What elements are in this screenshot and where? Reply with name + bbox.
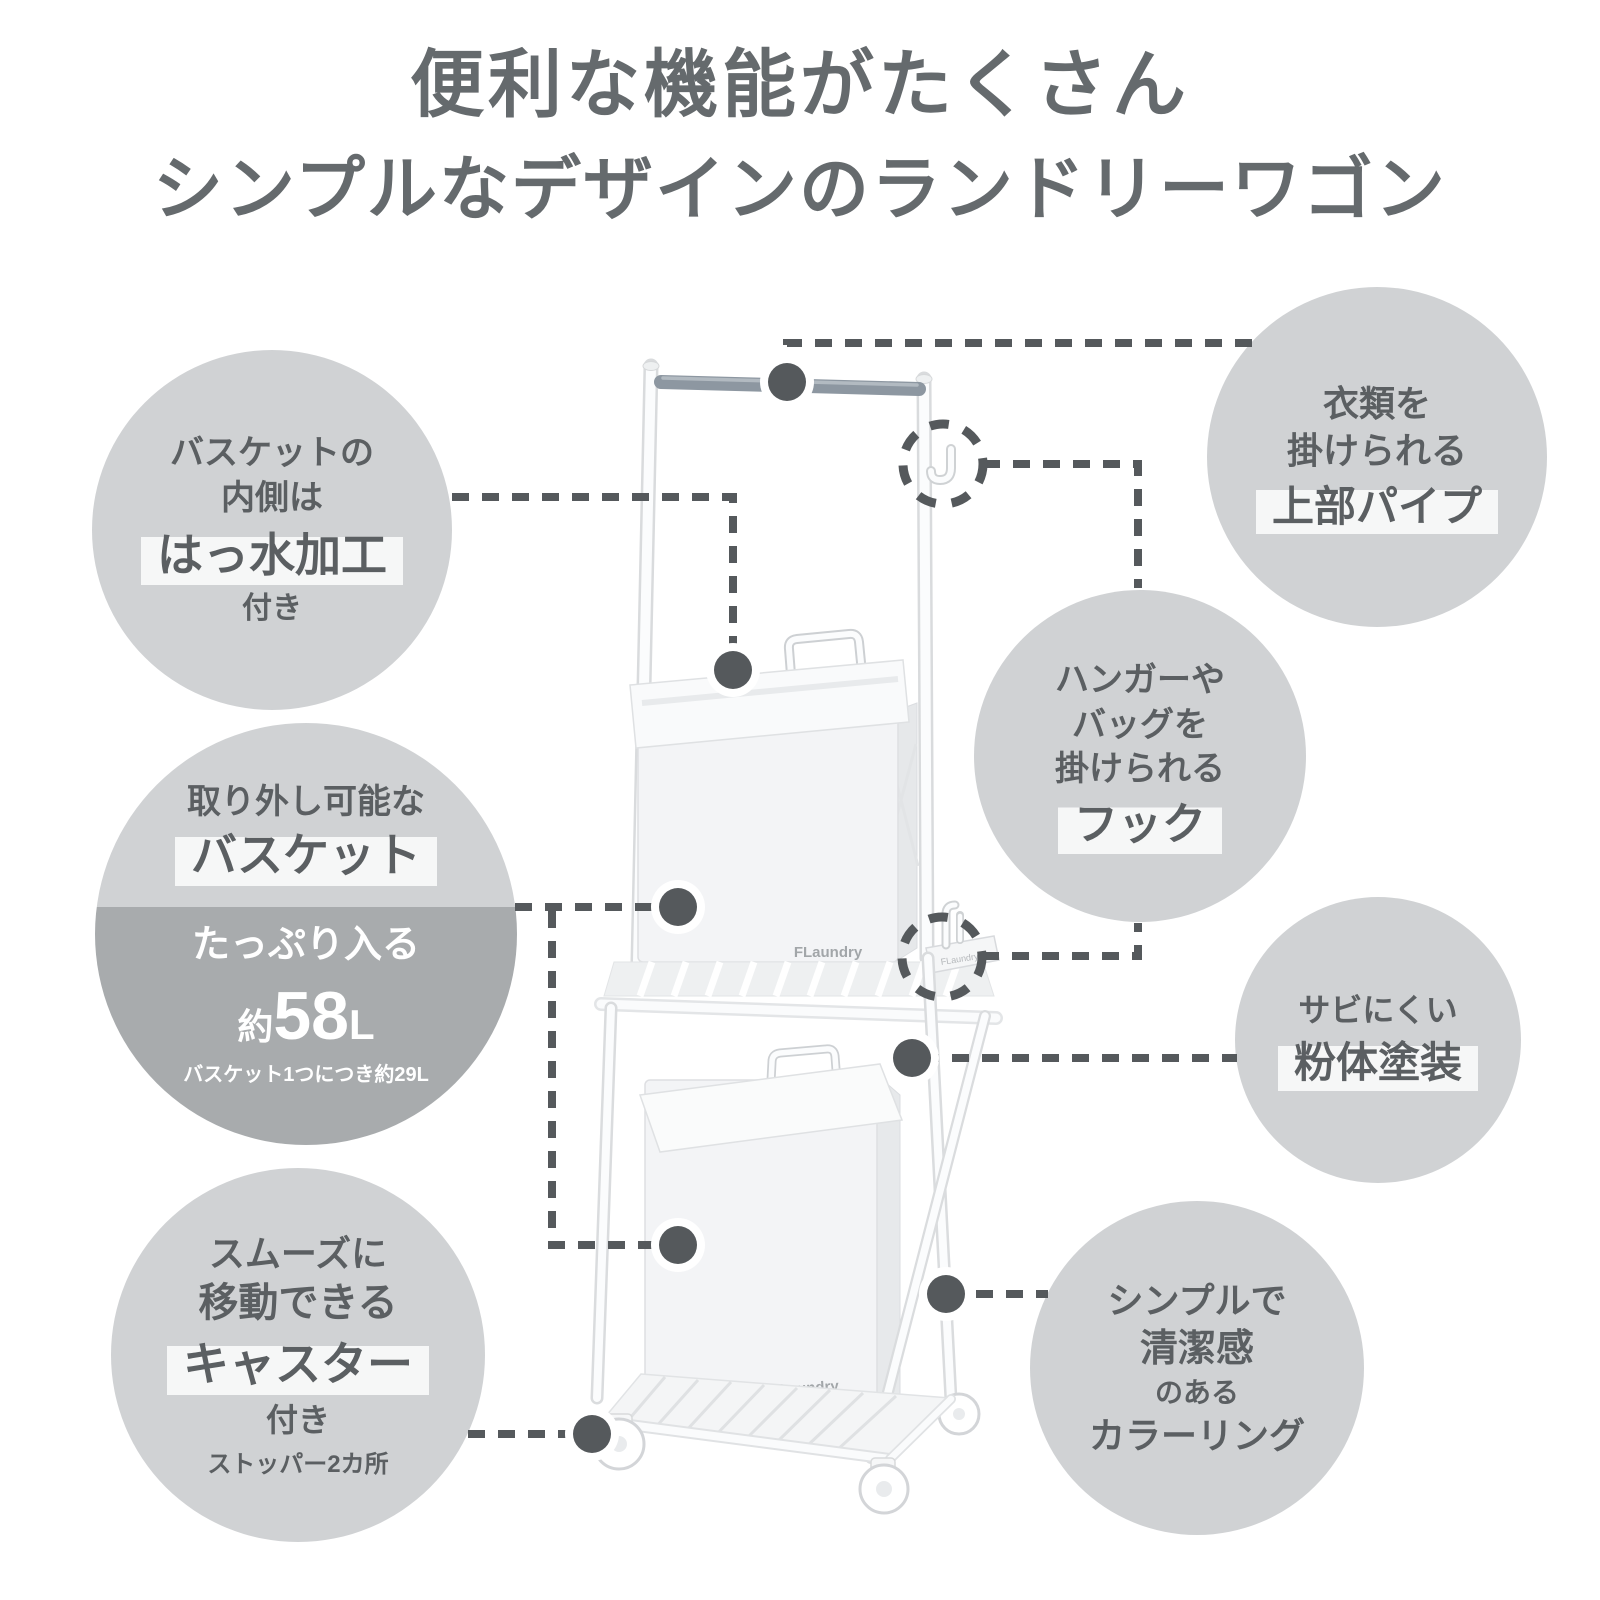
rack-front-bar bbox=[593, 1415, 896, 1465]
feature-bubble-removable-basket: 取り外し可能な バスケット たっぷり入る 約 58 L バスケット1つにつき約2… bbox=[95, 723, 517, 1145]
feature-text-highlight: キャスター bbox=[167, 1333, 429, 1395]
rear-legs bbox=[590, 951, 958, 1407]
feature-text-row: 清潔感 のある bbox=[1140, 1324, 1254, 1411]
basket-strap bbox=[882, 743, 918, 865]
feature-text: 付き bbox=[265, 1401, 330, 1438]
capacity-unit: L bbox=[349, 1000, 375, 1048]
feature-note: ストッパー2カ所 bbox=[207, 1450, 389, 1478]
feature-bubble-powder-coating: サビにくい 粉体塗装 bbox=[1235, 897, 1521, 1183]
connector-top-pipe bbox=[783, 339, 1252, 375]
shelf-corner-bracket bbox=[925, 935, 1000, 974]
feature-text: たっぷり入る bbox=[191, 923, 420, 966]
capacity-prefix: 約 bbox=[237, 1005, 274, 1047]
callout-dot-powder-coating bbox=[885, 1031, 939, 1085]
feature-text-highlight: 粉体塗装 bbox=[1277, 1035, 1478, 1091]
basket-rim bbox=[638, 1063, 904, 1153]
caster-front-right bbox=[858, 1463, 910, 1515]
feature-text: 付き bbox=[242, 592, 302, 626]
caster-front-left bbox=[592, 1417, 646, 1471]
callout-dot-upper-basket bbox=[651, 880, 705, 934]
shelf-wires bbox=[636, 960, 962, 998]
callout-dot-caster bbox=[565, 1407, 619, 1461]
connector-water-repellent bbox=[452, 493, 737, 660]
capacity-value: 約 58 L bbox=[237, 972, 374, 1062]
pole-hook bbox=[926, 444, 956, 486]
feature-text: 掛けられる bbox=[1055, 750, 1225, 789]
feature-bubble-top-pipe: 衣類を 掛けられる 上部パイプ bbox=[1207, 287, 1547, 627]
feature-text: 移動できる bbox=[198, 1281, 398, 1326]
brand-logo-shelf: FLaundry bbox=[940, 951, 980, 967]
capacity-note: バスケット1つにつき約29L bbox=[183, 1063, 429, 1086]
caster-rear-right bbox=[937, 1392, 981, 1436]
callout-dot-top-pipe bbox=[760, 355, 814, 409]
top-pipe bbox=[654, 375, 926, 396]
basket-handle bbox=[783, 628, 869, 705]
rear-right-leg bbox=[921, 951, 958, 1407]
feature-text: 掛けられる bbox=[1286, 430, 1467, 472]
callout-dot-coloring bbox=[919, 1267, 973, 1321]
basket-rim bbox=[629, 659, 910, 749]
feature-text: バッグを bbox=[1072, 705, 1208, 744]
front-right-leg bbox=[865, 1010, 991, 1464]
front-left-leg bbox=[590, 1001, 618, 1405]
shelf-hook bbox=[941, 900, 960, 950]
feature-text: 内側は bbox=[221, 478, 323, 517]
connector-shelf-hook bbox=[982, 923, 1142, 960]
right-pole bbox=[916, 371, 935, 966]
feature-text-highlight: はっ水加工 bbox=[141, 524, 403, 586]
feature-text: 清潔感 bbox=[1139, 1328, 1254, 1371]
middle-shelf: FLaundry bbox=[594, 900, 1003, 1025]
callout-dot-basket-lining bbox=[706, 643, 760, 697]
wagon-frame bbox=[630, 358, 956, 970]
feature-bubble-casters: スムーズに 移動できる キャスター 付き ストッパー2カ所 bbox=[111, 1168, 485, 1542]
basket-strap bbox=[884, 741, 920, 867]
feature-text: 衣類を bbox=[1322, 382, 1431, 424]
capacity-number: 58 bbox=[273, 977, 349, 1054]
callout-dot-lower-basket bbox=[651, 1218, 705, 1272]
bottom-rack bbox=[592, 1373, 981, 1515]
feature-text-small: のある bbox=[1154, 1376, 1239, 1408]
feature-text: ハンガーや bbox=[1055, 660, 1225, 699]
left-pole bbox=[630, 358, 659, 970]
feature-text: カラーリング bbox=[1088, 1414, 1305, 1456]
page-title: 便利な機能がたくさん シンプルなデザインのランドリーワゴン bbox=[0, 43, 1600, 228]
feature-bubble-coloring: シンプルで 清潔感 のある カラーリング bbox=[1030, 1201, 1364, 1535]
feature-text-highlight: フック bbox=[1058, 796, 1222, 855]
basket-handle bbox=[701, 1094, 779, 1147]
brand-logo-lower: FLaundry bbox=[770, 1378, 840, 1400]
title-line-1: 便利な機能がたくさん bbox=[410, 43, 1190, 126]
hook-highlight-ring-top bbox=[898, 419, 988, 509]
feature-text: サビにくい bbox=[1298, 992, 1458, 1029]
feature-text-highlight: 上部パイプ bbox=[1255, 478, 1498, 535]
rack-wires bbox=[623, 1376, 898, 1454]
hook-highlight-ring-shelf bbox=[897, 912, 987, 1002]
lower-basket: FLaundry bbox=[638, 1044, 904, 1413]
pole-cap bbox=[642, 361, 660, 371]
shelf-front-bar bbox=[594, 997, 1003, 1025]
callout-dots bbox=[565, 355, 973, 1461]
feature-text: スムーズに bbox=[208, 1232, 388, 1274]
pole-cap bbox=[915, 374, 933, 384]
basket-handle bbox=[765, 1044, 843, 1105]
brand-logo-upper: FLaundry bbox=[794, 944, 863, 961]
connector-lower-basket bbox=[548, 911, 660, 1249]
title-line-2: シンプルなデザインのランドリーワゴン bbox=[153, 150, 1447, 228]
upper-basket: FLaundry bbox=[629, 628, 920, 963]
feature-text: 取り外し可能な bbox=[187, 783, 425, 822]
connector-pole-hook bbox=[983, 460, 1142, 588]
feature-text: シンプルで bbox=[1107, 1279, 1287, 1321]
feature-text-highlight: バスケット bbox=[175, 824, 437, 886]
feature-text: バスケットの bbox=[170, 433, 374, 472]
feature-bubble-water-repellent: バスケットの 内側は はっ水加工 付き bbox=[92, 350, 452, 710]
feature-bubble-hook: ハンガーや バッグを 掛けられる フック bbox=[974, 590, 1306, 922]
